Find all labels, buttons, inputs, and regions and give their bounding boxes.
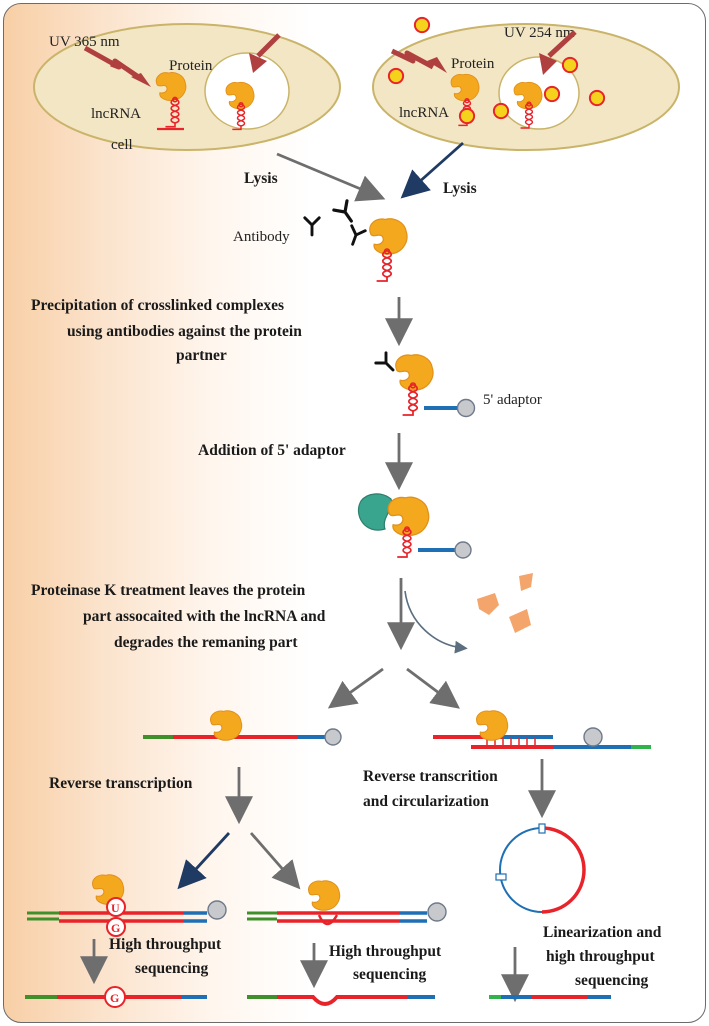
protein-fragments bbox=[477, 573, 533, 633]
antibody-icon bbox=[344, 224, 367, 249]
step-line: using antibodies against the protein bbox=[67, 323, 302, 340]
adaptor-label: 5' adaptor bbox=[483, 392, 542, 408]
rt-step: Reverse transcription bbox=[49, 775, 193, 792]
protein-shape bbox=[210, 710, 243, 741]
lncrna-label: lncRNA bbox=[91, 106, 141, 122]
split-arrow-left bbox=[327, 667, 384, 709]
split-arrow-gray bbox=[249, 832, 301, 890]
green-protein bbox=[357, 493, 393, 531]
g-letter: G bbox=[111, 921, 120, 935]
guanine-marker bbox=[104, 986, 126, 1008]
uv-arrow-head bbox=[131, 73, 151, 87]
lncrna-label: lncRNA bbox=[399, 105, 449, 121]
step-line: Proteinase K treatment leaves the protei… bbox=[31, 582, 306, 599]
read-a: G bbox=[25, 986, 207, 1008]
hts-b-line: sequencing bbox=[353, 966, 426, 983]
rtc-step-line: and circularization bbox=[363, 793, 489, 810]
hts-a-line: sequencing bbox=[135, 960, 208, 977]
adaptor-ball bbox=[583, 727, 603, 747]
lysis-arrow-right bbox=[400, 141, 464, 199]
adaptor-ball bbox=[454, 541, 472, 559]
uv-arrow bbox=[256, 33, 281, 58]
lysis-label-left: Lysis bbox=[244, 170, 278, 187]
uv-arrow-head bbox=[249, 53, 267, 73]
step-line: partner bbox=[176, 347, 227, 364]
step-line: Precipitation of crosslinked complexes bbox=[31, 297, 284, 314]
diagram-frame: UV 365 nm Protein lncRNA cell UV 254 nm … bbox=[3, 3, 706, 1023]
protein-label: Protein bbox=[169, 58, 213, 74]
workflow-diagram: UV 365 nm Protein lncRNA cell UV 254 nm … bbox=[25, 16, 680, 1008]
antibody-label: Antibody bbox=[233, 229, 290, 245]
rna-loop bbox=[317, 914, 339, 926]
step-line: degrades the remaning part bbox=[114, 634, 298, 651]
g-letter: G bbox=[110, 991, 119, 1005]
duplex-ug: U G bbox=[27, 874, 227, 937]
fragment-left bbox=[143, 710, 342, 746]
precipitation-step: Precipitation of crosslinked complexes u… bbox=[31, 297, 302, 364]
uv365-label: UV 365 nm bbox=[49, 34, 120, 50]
split-arrow-navy bbox=[177, 832, 231, 890]
protein-shape bbox=[476, 710, 509, 741]
uv-arrow bbox=[547, 30, 577, 58]
addition-step: Addition of 5' adaptor bbox=[198, 442, 346, 459]
cell-left: UV 365 nm Protein lncRNA cell bbox=[33, 23, 341, 153]
lin-line: sequencing bbox=[575, 972, 648, 989]
cell-right: UV 254 nm Protein lncRNA bbox=[372, 16, 680, 151]
uv254-label: UV 254 nm bbox=[504, 25, 575, 41]
split-arrow-right bbox=[406, 667, 460, 709]
protein-label: Protein bbox=[451, 56, 495, 72]
adaptor-ball bbox=[456, 398, 476, 418]
u-letter: U bbox=[111, 901, 120, 915]
lysis-label-right: Lysis bbox=[443, 180, 477, 197]
uv-arrow bbox=[390, 48, 435, 70]
fragment-right bbox=[433, 710, 651, 749]
rtc-step-line: Reverse transcrition bbox=[363, 768, 498, 785]
uv-arrow-head bbox=[539, 53, 557, 75]
read-b bbox=[247, 995, 435, 1006]
lysis-arrow-left bbox=[276, 152, 386, 202]
step-line: part assocaited with the lncRNA and bbox=[83, 608, 326, 625]
cell-label: cell bbox=[111, 137, 133, 153]
antibody-complex: Antibody bbox=[233, 199, 408, 282]
adaptor-ball bbox=[324, 728, 342, 746]
adaptor-ball bbox=[427, 902, 447, 922]
antibody-icon bbox=[303, 216, 321, 237]
lin-line: high throughput bbox=[546, 948, 656, 965]
guanine-marker bbox=[106, 917, 126, 937]
duplex-deletion bbox=[247, 880, 447, 926]
uv-arrow bbox=[83, 45, 121, 70]
degradation-arrow bbox=[404, 590, 468, 654]
uridine-marker bbox=[106, 897, 126, 917]
adaptor-ball bbox=[207, 900, 227, 920]
antibody-icon bbox=[332, 199, 360, 228]
hts-a-line: High throughput bbox=[109, 936, 222, 953]
antibody-icon bbox=[374, 351, 400, 377]
uv-arrow-head bbox=[427, 57, 447, 73]
complex-with-adaptor: 5' adaptor bbox=[374, 351, 542, 418]
complex-green-protein bbox=[357, 493, 472, 559]
circularized-cdna bbox=[495, 823, 586, 914]
protein-shape bbox=[308, 880, 341, 911]
lin-line: Linearization and bbox=[543, 924, 662, 941]
proteinase-step: Proteinase K treatment leaves the protei… bbox=[31, 582, 326, 651]
hts-b-line: High throughput bbox=[329, 943, 442, 960]
